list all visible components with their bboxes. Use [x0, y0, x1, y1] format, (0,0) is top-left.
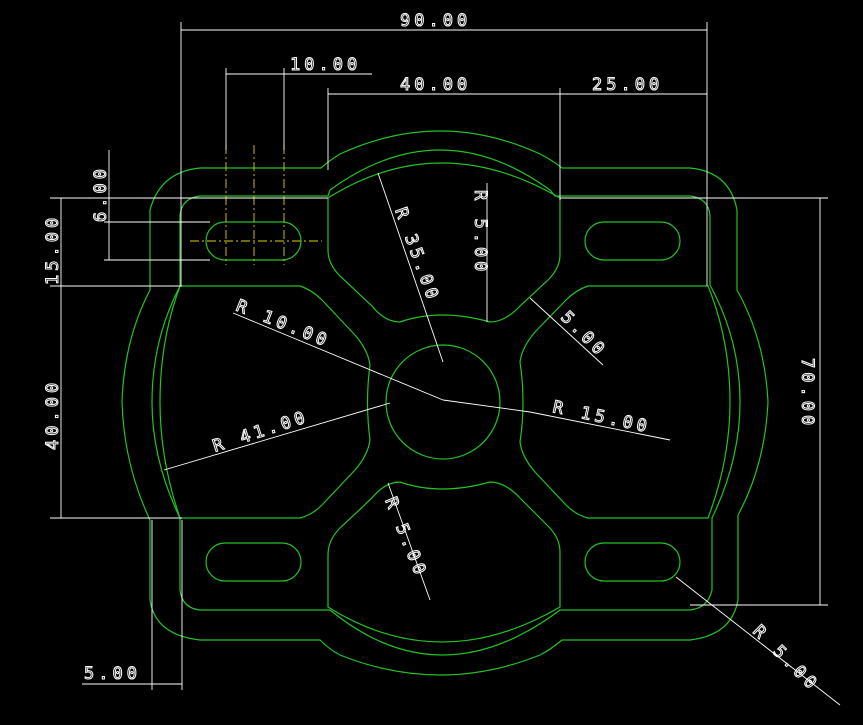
bottom-pocket — [327, 481, 561, 643]
dim-slot-width: 10.00 — [290, 55, 361, 75]
dimension-lines — [50, 22, 841, 706]
dim-right-width: 25.00 — [592, 75, 663, 95]
dim-radius-fillet-top: R 5.00 — [470, 190, 490, 275]
dim-radius-fillet-bottom: R 5.00 — [380, 494, 431, 581]
dim-slot-offset: 6.00 — [91, 165, 111, 222]
left-pocket — [159, 285, 371, 519]
dim-radius-top-arc: R 35.00 — [390, 205, 443, 305]
centerlines — [190, 145, 322, 265]
dim-radius-slot: R 5.00 — [748, 621, 823, 696]
dim-radius-arm: R 10.00 — [233, 296, 333, 352]
slot-top-right — [584, 221, 681, 261]
slot-bottom-right — [584, 542, 681, 582]
right-pocket — [519, 285, 731, 519]
hub-circle — [385, 344, 501, 460]
dim-bottom-left-gap: 5.00 — [84, 664, 141, 684]
dim-overall-width: 90.00 — [400, 11, 471, 31]
slot-bottom-left — [205, 542, 302, 582]
top-pocket — [327, 162, 561, 323]
dim-middle-width: 40.00 — [400, 75, 471, 95]
dim-left-top-height: 15.00 — [43, 214, 63, 285]
part-geometry — [121, 130, 769, 676]
dim-radius-hub: R 15.00 — [551, 397, 653, 437]
outer-contour — [121, 130, 769, 676]
dim-notch-width: 5.00 — [556, 307, 610, 361]
dim-overall-height: 70.00 — [797, 358, 817, 429]
dim-left-mid-height: 40.00 — [43, 379, 63, 450]
dim-radius-outer-left: R 41.00 — [210, 407, 311, 457]
dimension-labels: 90.00 10.00 40.00 25.00 6.00 15.00 40.00… — [43, 11, 824, 697]
outer-ring-inner-contour — [151, 149, 741, 656]
